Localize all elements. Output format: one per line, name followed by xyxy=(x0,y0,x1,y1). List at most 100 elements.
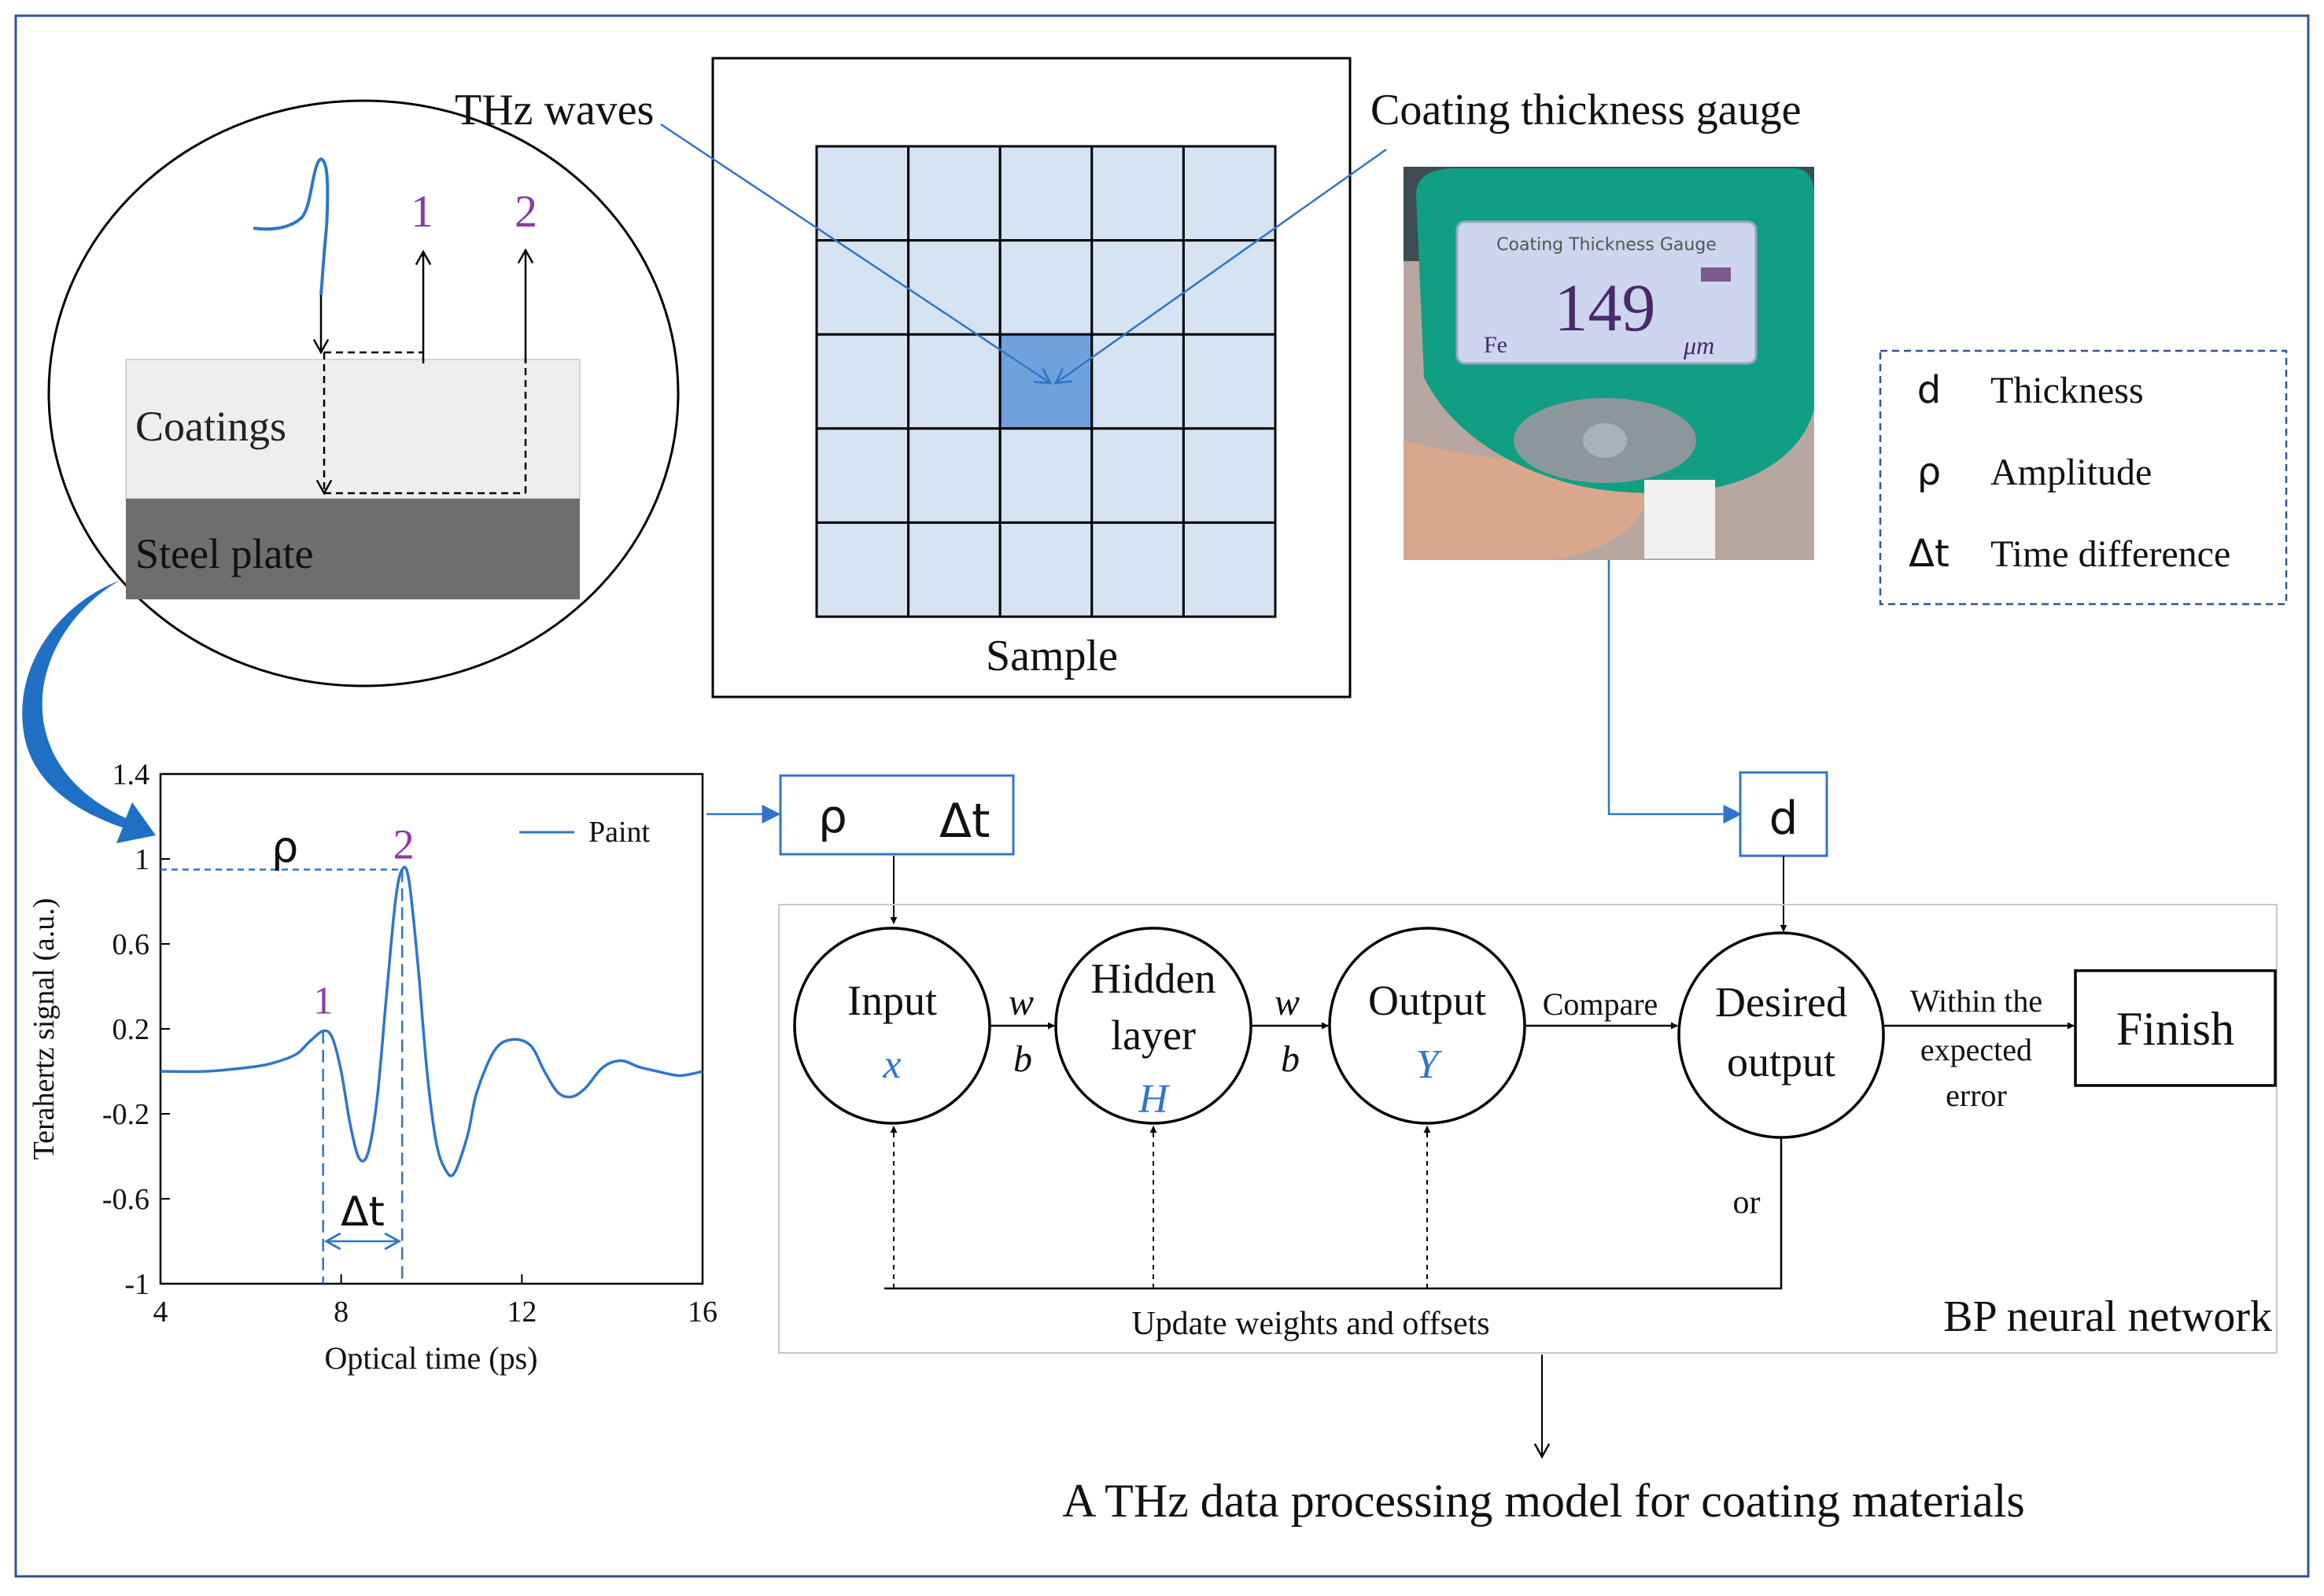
or-label: or xyxy=(1733,1185,1761,1221)
sample-cell xyxy=(1090,239,1185,336)
sample-cell xyxy=(815,427,910,524)
x-tick-label: 8 xyxy=(334,1296,349,1329)
gauge-battery-icon xyxy=(1701,267,1731,282)
sample-cell xyxy=(1182,427,1277,524)
sample-cell xyxy=(815,239,910,336)
sample-cell xyxy=(998,145,1094,242)
input-node-var: x xyxy=(882,1042,901,1087)
sample-cell xyxy=(815,145,910,242)
thz-pointer-line xyxy=(660,123,1053,385)
output-node xyxy=(1328,927,1526,1125)
y-tick-label: -1 xyxy=(124,1268,149,1301)
gauge-key-center xyxy=(1583,423,1627,458)
sample-grid xyxy=(815,145,1277,618)
y-tick-label: 1 xyxy=(135,843,149,876)
gauge-screen xyxy=(1455,220,1758,365)
compare-label: Compare xyxy=(1543,986,1658,1022)
sample-cell xyxy=(907,427,1002,524)
cross-section-panel: Coatings Steel plate 1 2 xyxy=(47,99,680,687)
gauge-screen-title: Coating Thickness Gauge xyxy=(1496,235,1717,255)
d-input-label: d xyxy=(1769,791,1798,845)
amplitude-annotation: ρ xyxy=(271,823,298,872)
finish-box xyxy=(2074,969,2277,1087)
legend-box xyxy=(1879,349,2288,606)
sample-cell xyxy=(998,521,1094,618)
d-input-box xyxy=(1739,771,1828,857)
sample-cell xyxy=(1090,145,1185,242)
bias-label-1: b xyxy=(1013,1038,1032,1080)
hidden-node-var: H xyxy=(1138,1077,1170,1122)
peak2-annotation: 2 xyxy=(393,821,415,868)
output-node-label: Output xyxy=(1368,977,1486,1024)
x-tick-label: 4 xyxy=(153,1296,168,1329)
y-tick-label: 0.6 xyxy=(113,928,150,961)
rho-dt-input-box xyxy=(779,774,1015,856)
peak1-annotation: 1 xyxy=(313,979,333,1023)
desired-output-node xyxy=(1677,931,1885,1139)
network-frame xyxy=(778,904,2278,1354)
chart-legend-label: Paint xyxy=(588,816,651,849)
y-tick-label: 0.2 xyxy=(113,1013,150,1046)
sample-cell xyxy=(1182,333,1277,430)
thz-waves-label: THz waves xyxy=(455,86,654,135)
sample-cell xyxy=(907,521,1002,618)
legend-symbol: d xyxy=(1917,368,1941,412)
chart-marks: ρ 1 2Δt xyxy=(160,821,703,1284)
chart-plot-frame xyxy=(159,772,704,1285)
y-tick-label: -0.6 xyxy=(102,1183,149,1216)
sample-cell xyxy=(1090,333,1185,430)
bias-label-2: b xyxy=(1281,1038,1300,1080)
x-tick-label: 16 xyxy=(688,1296,717,1329)
sample-cell xyxy=(1090,427,1185,524)
y-tick-label: -0.2 xyxy=(102,1098,149,1131)
footer-caption: A THz data processing model for coating … xyxy=(1062,1475,2025,1527)
network-title: BP neural network xyxy=(1943,1292,2272,1341)
sample-panel: Sample THz waves xyxy=(455,57,1387,698)
sample-cell xyxy=(907,145,1002,242)
within-label-3: error xyxy=(1946,1078,2007,1113)
update-weights-label: Update weights and offsets xyxy=(1131,1306,1489,1342)
gauge-unit: μm xyxy=(1683,331,1714,359)
desired-node-label-2: output xyxy=(1727,1038,1835,1086)
bp-network-panel: BP neural network Input x Hidden layer H… xyxy=(778,904,2278,1354)
gauge-panel: Coating thickness gauge Coating Thicknes… xyxy=(1370,86,1814,560)
x-tick-label: 12 xyxy=(507,1296,537,1329)
rho-input-label: ρ xyxy=(818,790,847,843)
outer-frame xyxy=(14,14,2310,1578)
gauge-pointer-line xyxy=(1053,148,1387,385)
series-line-paint xyxy=(160,865,703,1178)
y-tick-label: 1.4 xyxy=(113,758,150,791)
steel-plate-label: Steel plate xyxy=(135,530,313,577)
delta-t-annotation: Δt xyxy=(341,1189,385,1236)
sample-cell xyxy=(1090,521,1185,618)
sample-cell xyxy=(998,239,1094,336)
sample-cell xyxy=(1182,239,1277,336)
chart-y-axis-label: Terahertz signal (a.u.) xyxy=(28,898,61,1160)
weight-label-1: w xyxy=(1009,982,1034,1023)
legend-text: Amplitude xyxy=(1990,452,2152,493)
curved-zoom-arrow xyxy=(22,581,156,843)
sample-caption: Sample xyxy=(986,632,1118,680)
gauge-label: Coating thickness gauge xyxy=(1370,86,1801,135)
gauge-to-d-connector xyxy=(1607,560,1743,824)
steel-plate-layer xyxy=(126,499,580,599)
feedback-loop-line xyxy=(884,1137,1783,1290)
legend-symbol: Δt xyxy=(1909,532,1950,576)
input-boxes: ρ Δt d xyxy=(779,771,1828,857)
sample-cell xyxy=(1182,145,1277,242)
finish-label: Finish xyxy=(2116,1003,2234,1055)
chart-x-ticks: 4 8 12 16 xyxy=(153,1274,717,1329)
reflection-label-2: 2 xyxy=(515,186,537,237)
sample-cell xyxy=(1182,521,1277,618)
gauge-probe xyxy=(1644,480,1715,558)
coatings-label: Coatings xyxy=(135,403,286,450)
coating-layer xyxy=(125,359,581,499)
hidden-node-label-2: layer xyxy=(1111,1012,1196,1059)
sample-cell xyxy=(998,427,1094,524)
hidden-node-label-1: Hidden xyxy=(1091,955,1216,1002)
